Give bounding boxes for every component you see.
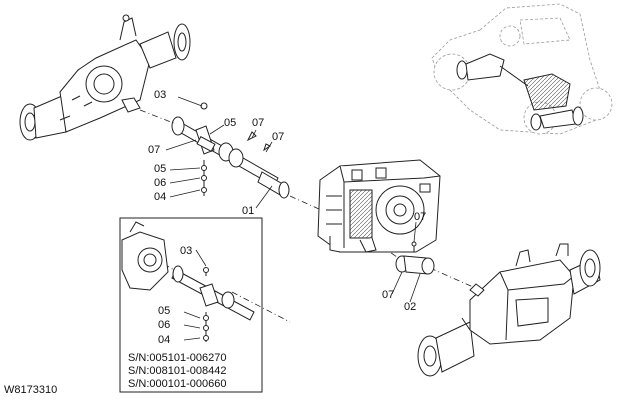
callout-05: 05 — [154, 163, 167, 175]
callout-06: 06 — [154, 177, 167, 189]
callout-02: 02 — [404, 301, 417, 313]
inset-axle-and-shaft — [121, 221, 255, 342]
callout-04: 04 — [154, 191, 167, 203]
callout-07: 07 — [272, 131, 285, 143]
coupling-shaft-02 — [395, 241, 435, 275]
serial-inset-box — [119, 217, 263, 393]
callout-07: 07 — [148, 144, 161, 156]
inset-callout-06: 06 — [158, 319, 171, 331]
callout-01: 01 — [242, 205, 255, 217]
serial-number-range: S/N:008101-008442 — [128, 365, 227, 377]
callout-07: 07 — [414, 211, 427, 223]
inset-callout-05: 05 — [158, 305, 171, 317]
callout-03: 03 — [154, 89, 167, 101]
callout-05: 05 — [224, 117, 237, 129]
rear-axle — [417, 243, 601, 377]
drawing-reference-code: W8173310 — [4, 384, 58, 396]
serial-number-range: S/N:000101-000660 — [128, 378, 227, 390]
callout-leaders — [165, 96, 421, 341]
callout-07: 07 — [382, 289, 395, 301]
serial-number-range: S/N:005101-006270 — [128, 352, 227, 364]
callout-07: 07 — [252, 117, 265, 129]
transmission — [317, 159, 441, 253]
inset-callout-03: 03 — [180, 245, 193, 257]
front-axle — [19, 14, 191, 141]
thumbnail-highlight-parts — [456, 53, 584, 131]
propeller-shaft-01 — [171, 116, 290, 199]
inset-callout-04: 04 — [158, 334, 171, 346]
